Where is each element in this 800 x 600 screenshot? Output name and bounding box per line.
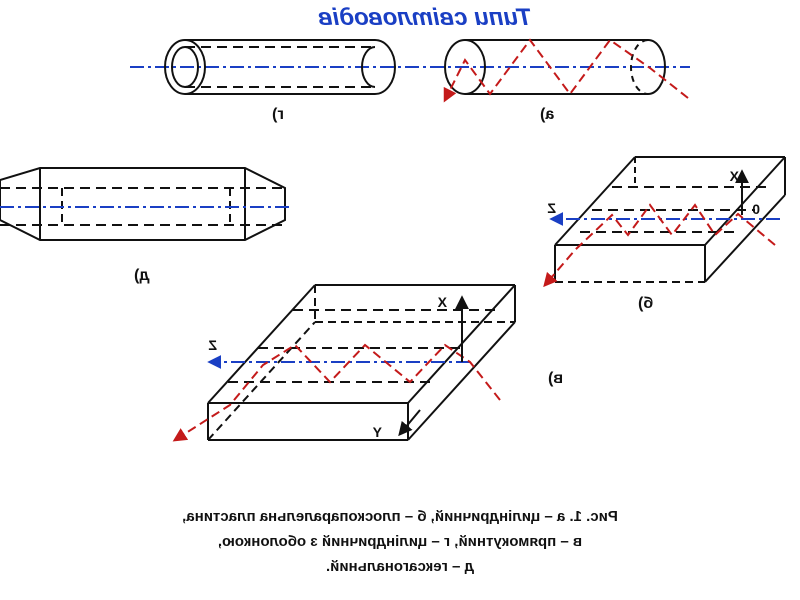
rect-z-label: Z (208, 337, 217, 353)
ray-path-rect (172, 343, 501, 442)
rect-y-axis-arrow (398, 409, 421, 437)
label-plate: б) (638, 295, 654, 312)
caption-line-3: д – гексагональний. (326, 558, 475, 575)
plate-origin-label: 0 (752, 201, 760, 217)
rect-y-label: Y (372, 424, 382, 440)
plate-x-label: X (729, 168, 739, 184)
rect-x-label: X (437, 294, 447, 310)
ray-path-cylinder (443, 38, 689, 103)
ray-path-plate (543, 203, 776, 288)
label-cylindrical: а) (540, 106, 555, 123)
label-hexagonal: д) (134, 267, 150, 284)
cylindrical-guide (444, 39, 666, 95)
caption-line-2: в – прямокутний, г – циліндричний з обол… (217, 533, 583, 550)
cylinder-with-cladding (164, 39, 396, 95)
caption-line-1: Рис. 1. а – циліндричний, б – плоскопара… (182, 508, 618, 525)
label-rectangular: в) (548, 370, 564, 387)
label-cylinder-cladding: г) (272, 106, 284, 123)
plate-z-label: Z (547, 200, 556, 216)
hexagonal-guide (0, 167, 286, 241)
